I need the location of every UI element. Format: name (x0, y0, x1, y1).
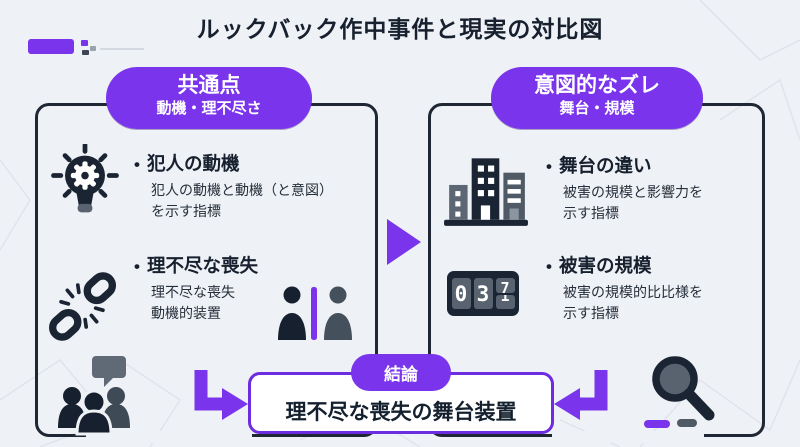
page-title: ルックバック作中事件と現実の対比図 (196, 16, 604, 42)
conclusion-label: 結論 (384, 365, 418, 384)
bullet: • (546, 257, 552, 276)
decoration-bar (28, 39, 74, 54)
left-panel-header: 共通点 動機・理不尽さ (106, 67, 312, 129)
bullet: • (546, 157, 552, 176)
left-item-1-description: 犯人の動機と動機（と意図） を示す指標 (151, 182, 333, 219)
right-item-2-description: 被害の規模的比比様を 示す指標 (563, 284, 703, 321)
border-mask (552, 431, 704, 443)
left-item-2-heading: •理不尽な喪失 (134, 255, 258, 276)
conclusion-text: 理不尽な喪失の舞台装置 (285, 401, 517, 424)
border-mask (86, 431, 252, 443)
magnifier-icon (652, 356, 715, 421)
left-item-1-heading: •犯人の動機 (134, 153, 240, 174)
decoration-square (81, 40, 88, 46)
left-item-1: •犯人の動機 犯人の動機と動機（と意図） を示す指標 (134, 150, 376, 222)
counter-flip-bottom: 1 (495, 294, 515, 309)
right-item-2: •被害の規模 被害の規模的比比様を 示す指標 (546, 252, 766, 324)
left-panel-title: 共通点 (177, 74, 241, 97)
counter-flip-cell: 7 1 (495, 278, 515, 309)
decoration-square (82, 50, 89, 55)
left-item-2-description: 理不尽な喪失 動機的装置 (151, 284, 235, 321)
counter-digit: 3 (473, 278, 493, 309)
left-item-2: •理不尽な喪失 理不尽な喪失 動機的装置 (134, 252, 376, 324)
audience-icon (58, 356, 130, 436)
decoration-line (100, 48, 144, 50)
right-panel-subtitle: 舞台・規模 (559, 100, 635, 117)
buildings-icon (444, 158, 528, 226)
right-item-2-heading: •被害の規模 (546, 255, 652, 276)
right-item-1: •舞台の違い 被害の規模と影響力を 示す指標 (546, 152, 766, 224)
counter-flip-top: 7 (495, 278, 515, 293)
right-panel-header: 意図的なズレ 舞台・規模 (491, 67, 703, 129)
down-right-elbow-arrow (194, 370, 248, 420)
left-panel-subtitle: 動機・理不尽さ (156, 100, 262, 117)
decoration-dash-purple (644, 420, 670, 428)
decoration-square (90, 46, 96, 51)
left-to-right-arrow (387, 219, 421, 265)
versus-persons-icon (278, 286, 352, 340)
decoration-dash-gray (677, 419, 697, 427)
right-item-1-heading: •舞台の違い (546, 155, 652, 176)
broken-chain-icon (49, 272, 117, 341)
conclusion-label-pill: 結論 (351, 354, 451, 391)
right-item-1-description: 被害の規模と影響力を 示す指標 (563, 184, 703, 221)
lightbulb-gear-icon (51, 144, 119, 213)
conclusion-box: 理不尽な喪失の舞台装置 (248, 372, 554, 434)
down-left-elbow-arrow (554, 370, 608, 420)
bullet: • (134, 155, 140, 174)
right-panel-title: 意図的なズレ (534, 74, 660, 97)
counter-digit: 0 (451, 278, 471, 309)
bullet: • (134, 257, 140, 276)
flip-counter-icon: 0 3 7 1 (447, 271, 519, 316)
